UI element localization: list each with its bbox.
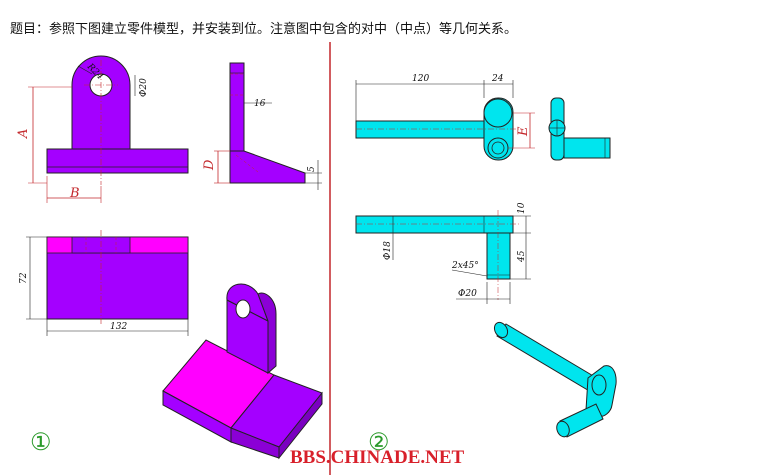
watermark: BBS.CHINADE.NET: [290, 447, 465, 468]
part2-top-view: 10 45 Φ18 2x45° Φ20: [355, 202, 531, 304]
part1-isometric: [162, 283, 323, 460]
dim-120: 120: [412, 74, 429, 84]
dim-letter-d: D: [202, 159, 217, 171]
part2-isometric: [493, 321, 617, 438]
dim-letter-a: A: [16, 129, 31, 139]
part1-top-view: 72 132: [19, 230, 189, 336]
dim-letter-e: E: [516, 126, 531, 137]
dim-letter-b: B: [69, 186, 80, 201]
dim-5: 5: [307, 166, 317, 172]
dim-d20-part1: Φ20: [139, 78, 149, 97]
dim-d18: Φ18: [383, 241, 393, 260]
part2-front-view: 120 24 E: [355, 74, 535, 161]
part2-number: ②: [368, 428, 390, 456]
part1-number: ①: [30, 428, 52, 456]
dim-10: 10: [517, 202, 527, 214]
part1-front-view: R24 Φ20 A B: [16, 55, 189, 203]
dim-chamfer: 2x45°: [451, 261, 479, 271]
dim-16: 16: [254, 99, 266, 109]
dim-45: 45: [517, 250, 527, 263]
part2-side-view: [548, 97, 611, 161]
dim-d20-part2: Φ20: [458, 289, 477, 299]
dim-24: 24: [491, 74, 504, 84]
page-title: 题目：参照下图建立零件模型，并安装到位。注意图中包含的对中（中点）等几何关系。: [10, 22, 518, 37]
dim-72: 72: [19, 272, 29, 284]
dim-132: 132: [110, 322, 127, 332]
part1-side-view: 16 D 5: [202, 62, 322, 190]
